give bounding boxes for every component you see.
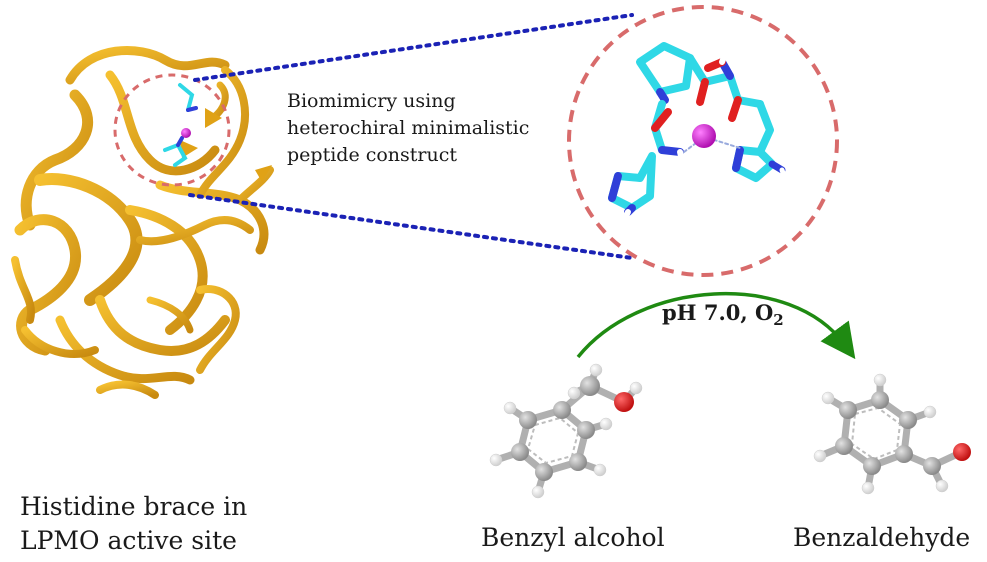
annotation-line-2: heterochiral minimalistic [287,117,530,139]
histidine-label-line-1: Histidine brace in [20,492,248,521]
protein-ribbon [11,46,274,399]
histidine-label-line-2: LPMO active site [20,526,237,555]
annotation-line-3: peptide construct [287,144,458,166]
active-site-zoom-circle [113,73,231,187]
peptide-zoom-circle [567,5,839,277]
reaction-condition: pH 7.0, O2 [662,300,784,329]
benzaldehyde-label: Benzaldehyde [793,523,971,552]
metal-ion [692,124,716,148]
peptide-model [608,42,787,223]
biomimicry-annotation: Biomimicry using heterochiral minimalist… [287,88,529,169]
connector-line-top [193,13,634,82]
benzaldehyde-model [813,373,971,495]
annotation-line-1: Biomimicry using [287,90,456,112]
reaction-condition-text: pH 7.0, O [662,300,774,325]
connector-line-bottom [188,193,634,260]
reaction-condition-subscript: 2 [773,311,784,330]
benzyl-alcohol-model [489,363,643,499]
active-site-sticks [163,83,198,167]
histidine-brace-label: Histidine brace in LPMO active site [20,490,247,558]
reaction-arrow [576,291,856,360]
benzyl-alcohol-label: Benzyl alcohol [481,523,665,552]
